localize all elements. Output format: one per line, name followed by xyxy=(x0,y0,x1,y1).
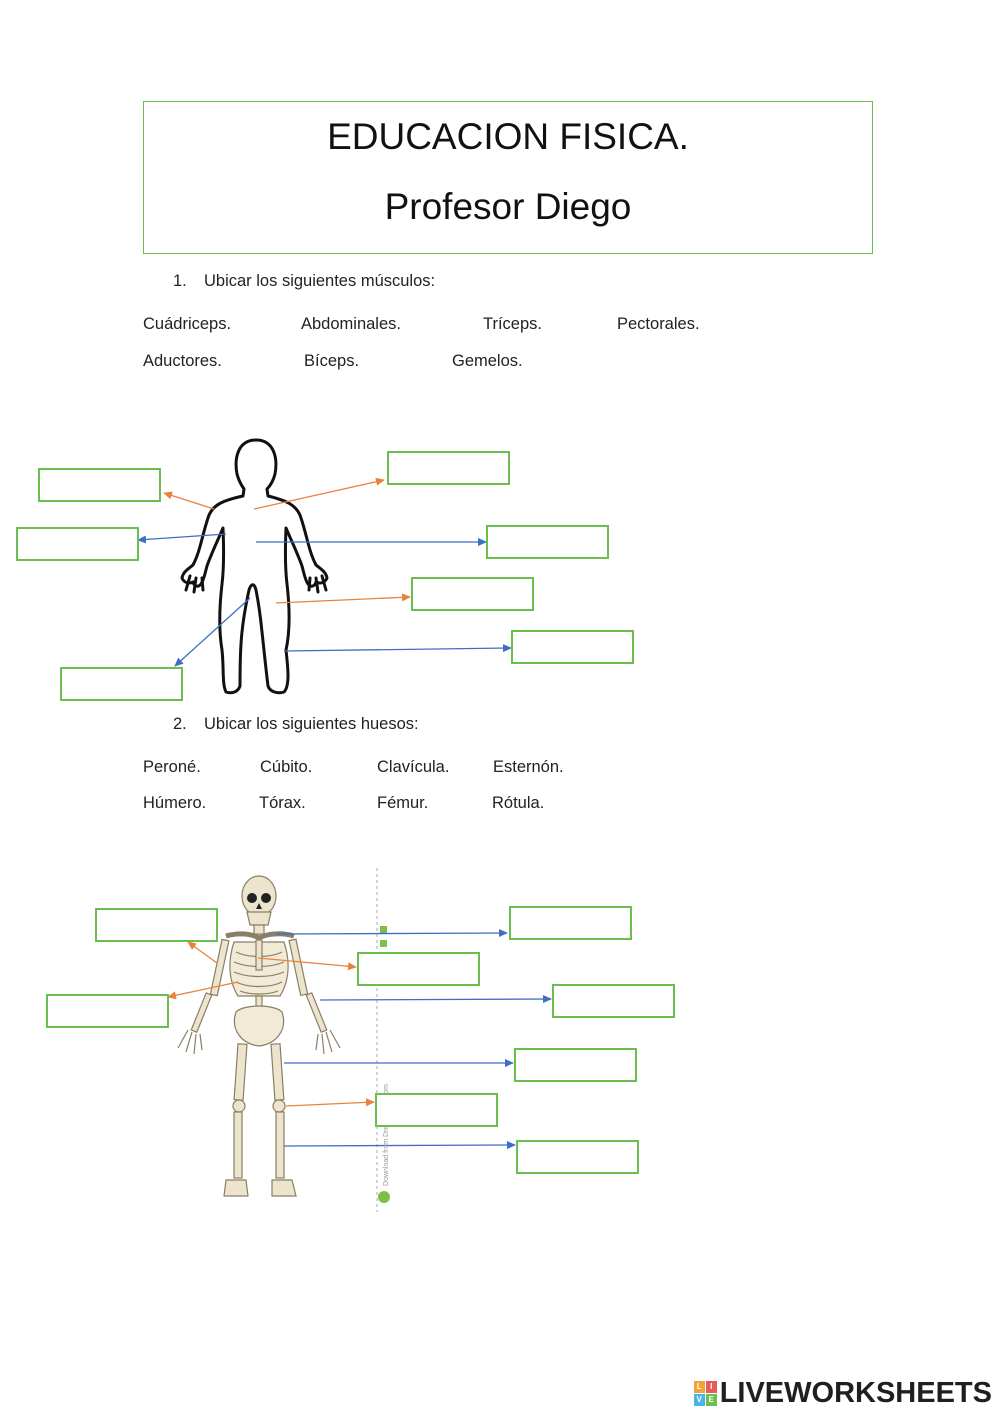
word-bank-item: Cuádriceps. xyxy=(143,315,232,333)
question-2-instruction: Ubicar los siguientes huesos: xyxy=(204,715,419,733)
question-2-number: 2. xyxy=(173,715,187,733)
word-bank-item: Bíceps. xyxy=(304,352,360,370)
arrow-line xyxy=(174,597,251,667)
word-bank-item: Cúbito. xyxy=(260,758,313,776)
arrow-line xyxy=(187,941,218,964)
question-1-number: 1. xyxy=(173,272,187,290)
arrow-line xyxy=(257,957,357,971)
answer-box-bone[interactable] xyxy=(95,908,218,942)
page-title: EDUCACION FISICA. xyxy=(327,116,689,157)
title-box: EDUCACION FISICA. Profesor Diego xyxy=(143,101,873,254)
arrow-line xyxy=(163,491,215,510)
arrow-line xyxy=(283,1141,516,1150)
arrow-line xyxy=(319,995,552,1004)
watermark-badge xyxy=(380,940,387,947)
answer-box-muscle[interactable] xyxy=(486,525,609,559)
word-bank-item: Esternón. xyxy=(493,758,564,776)
word-bank-item: Tríceps. xyxy=(483,315,542,333)
word-bank-item: Clavícula. xyxy=(377,758,450,776)
body-outline-figure xyxy=(180,438,329,695)
word-bank-item: Pectorales. xyxy=(617,315,700,333)
answer-box-bone[interactable] xyxy=(552,984,675,1018)
answer-box-bone[interactable] xyxy=(46,994,169,1028)
watermark-badge xyxy=(380,926,387,933)
word-bank-item: Peroné. xyxy=(143,758,201,776)
logo-icon: L I V E xyxy=(693,1381,717,1406)
answer-box-muscle[interactable] xyxy=(411,577,534,611)
answer-box-muscle[interactable] xyxy=(511,630,634,664)
answer-box-muscle[interactable] xyxy=(16,527,139,561)
answer-box-bone[interactable] xyxy=(509,906,632,940)
answer-box-muscle[interactable] xyxy=(60,667,183,701)
arrow-line xyxy=(253,477,385,510)
arrow-line xyxy=(285,1098,375,1107)
answer-box-bone[interactable] xyxy=(514,1048,637,1082)
skeleton-figure xyxy=(177,875,341,1197)
page-subtitle: Profesor Diego xyxy=(384,186,632,227)
arrow-line xyxy=(275,593,411,604)
logo-text: LIVEWORKSHEETS xyxy=(719,1376,992,1409)
word-bank-item: Abdominales. xyxy=(301,315,401,333)
answer-box-bone[interactable] xyxy=(357,952,480,986)
arrow-line xyxy=(283,644,512,653)
arrow-line xyxy=(167,981,239,1000)
arrow-line xyxy=(137,533,227,544)
arrow-line xyxy=(275,929,508,938)
word-bank-item: Rótula. xyxy=(492,794,545,812)
liveworksheets-logo: L I V E LIVEWORKSHEETS xyxy=(693,1376,992,1410)
word-bank-item: Gemelos. xyxy=(452,352,523,370)
answer-box-bone[interactable] xyxy=(516,1140,639,1174)
word-bank-item: Fémur. xyxy=(377,794,429,812)
word-bank-item: Húmero. xyxy=(143,794,207,812)
question-1-instruction: Ubicar los siguientes músculos: xyxy=(204,272,436,290)
word-bank-item: Tórax. xyxy=(259,794,306,812)
answer-box-muscle[interactable] xyxy=(387,451,510,485)
answer-box-muscle[interactable] xyxy=(38,468,161,502)
watermark-logo xyxy=(378,1191,390,1203)
answer-box-bone[interactable] xyxy=(375,1093,498,1127)
word-bank-item: Aductores. xyxy=(143,352,222,370)
